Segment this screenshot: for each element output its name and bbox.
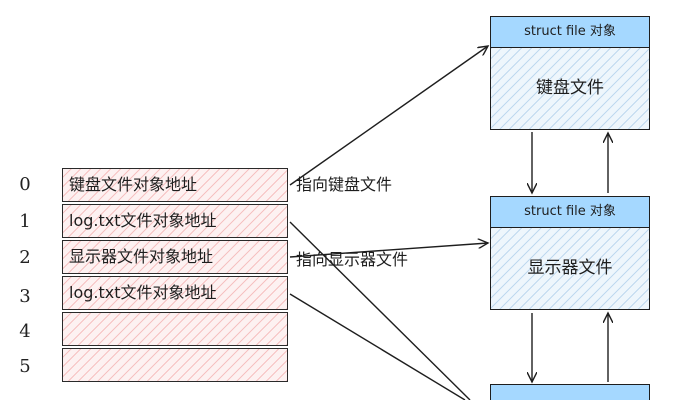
keyboard-pointer-label: 指向键盘文件 [296, 175, 393, 194]
file-object-header: struct file 对象 [490, 16, 650, 48]
file-object-body: 显示器文件 [490, 228, 650, 310]
arrow-fd1-to-lower-object [289, 221, 471, 400]
fd-entry-2: 显示器文件对象地址 [62, 240, 288, 274]
fd-index-2: 2 [19, 247, 31, 268]
fd-entry-1: log.txt文件对象地址 [62, 204, 288, 238]
fd-index-4: 4 [19, 321, 31, 342]
fd-index-0: 0 [19, 174, 31, 195]
file-object-keyboard: struct file 对象 键盘文件 [490, 16, 650, 130]
fd-index-5: 5 [19, 356, 31, 377]
display-pointer-label: 指向显示器文件 [296, 250, 409, 269]
file-object-header [490, 384, 650, 400]
fd-entry-0: 键盘文件对象地址 [62, 168, 288, 202]
file-object-header: struct file 对象 [490, 196, 650, 228]
file-object-log [490, 384, 650, 400]
fd-index-3: 3 [19, 286, 31, 307]
arrow-fd0-to-keyboard-object [289, 46, 488, 186]
fd-entry-4 [62, 312, 288, 346]
fd-index-1: 1 [19, 211, 31, 232]
arrow-fd3-to-lower-object [289, 293, 466, 400]
file-object-display: struct file 对象 显示器文件 [490, 196, 650, 310]
fd-entry-3: log.txt文件对象地址 [62, 276, 288, 310]
fd-entry-5 [62, 348, 288, 382]
file-object-body: 键盘文件 [490, 48, 650, 130]
